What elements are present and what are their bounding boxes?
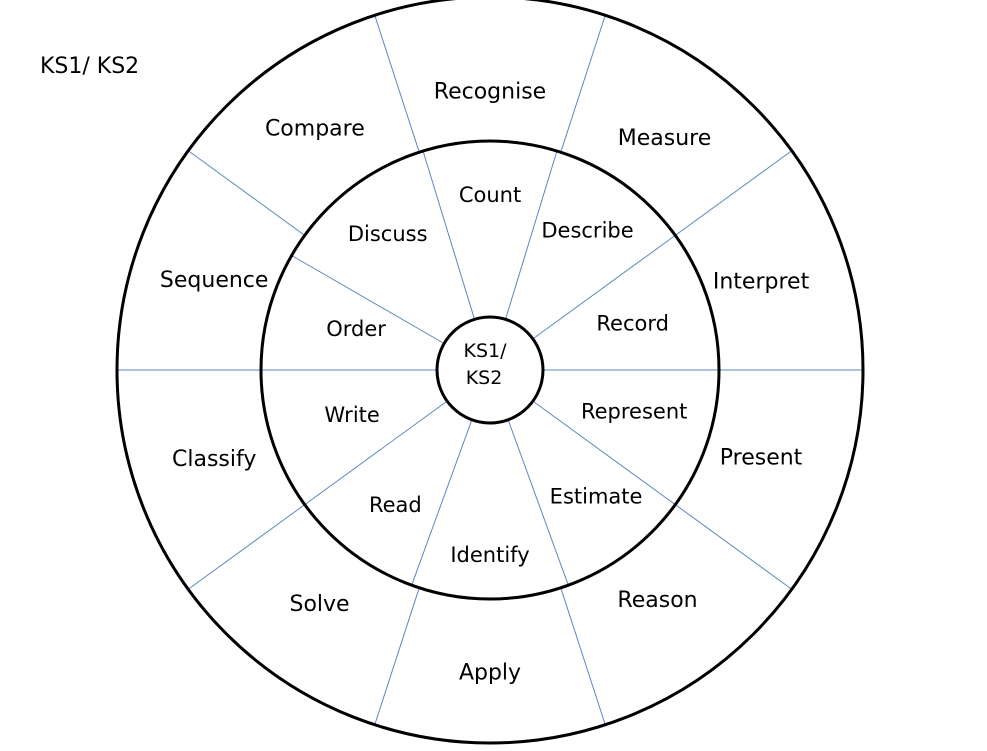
center-label-line-2: KS2 <box>466 367 503 389</box>
inner-divider-line-6 <box>411 419 473 586</box>
inner-divider-line-7 <box>304 400 448 506</box>
outer-divider-line-9 <box>187 150 306 236</box>
inner-divider-line-5 <box>507 419 569 586</box>
outer-divider-line-5 <box>560 587 606 725</box>
outer-verb-compare: Compare <box>265 116 365 141</box>
outer-verb-sequence: Sequence <box>160 268 269 293</box>
inner-divider-line-4 <box>532 400 676 506</box>
inner-verb-represent: Represent <box>581 399 687 423</box>
inner-verb-read: Read <box>369 493 422 517</box>
outer-divider-line-7 <box>187 504 306 590</box>
outer-divider-line-2 <box>674 150 793 236</box>
center-label-line-1: KS1/ <box>463 340 507 362</box>
inner-verb-discuss: Discuss <box>348 222 428 246</box>
inner-divider-line-0 <box>422 150 475 320</box>
inner-verb-record: Record <box>596 312 669 336</box>
outer-verb-present: Present <box>720 446 803 471</box>
outer-divider-line-0 <box>374 15 420 153</box>
outer-divider-line-6 <box>374 587 420 725</box>
inner-verb-identify: Identify <box>450 543 529 567</box>
outer-verb-apply: Apply <box>459 661 521 686</box>
inner-ring <box>259 139 721 601</box>
outer-verb-reason: Reason <box>617 588 697 613</box>
outer-ring <box>115 0 865 745</box>
inner-divider-line-1 <box>505 150 558 320</box>
inner-divider-line-2 <box>532 234 676 340</box>
outer-verb-solve: Solve <box>289 592 349 617</box>
inner-verb-describe: Describe <box>541 219 633 243</box>
inner-verb-write: Write <box>324 403 379 427</box>
inner-verb-estimate: Estimate <box>550 484 643 508</box>
outer-divider-line-4 <box>674 504 793 590</box>
outer-verb-recognise: Recognise <box>434 80 546 105</box>
outer-divider-line-1 <box>560 15 606 153</box>
outer-verb-measure: Measure <box>618 126 712 151</box>
center-circle <box>435 315 545 425</box>
inner-divider-line-9 <box>291 255 445 344</box>
outer-verb-classify: Classify <box>172 447 256 472</box>
inner-verb-count: Count <box>459 183 521 207</box>
page-title: KS1/ KS2 <box>40 54 140 79</box>
outer-verb-interpret: Interpret <box>713 269 810 294</box>
inner-verb-order: Order <box>326 317 386 341</box>
